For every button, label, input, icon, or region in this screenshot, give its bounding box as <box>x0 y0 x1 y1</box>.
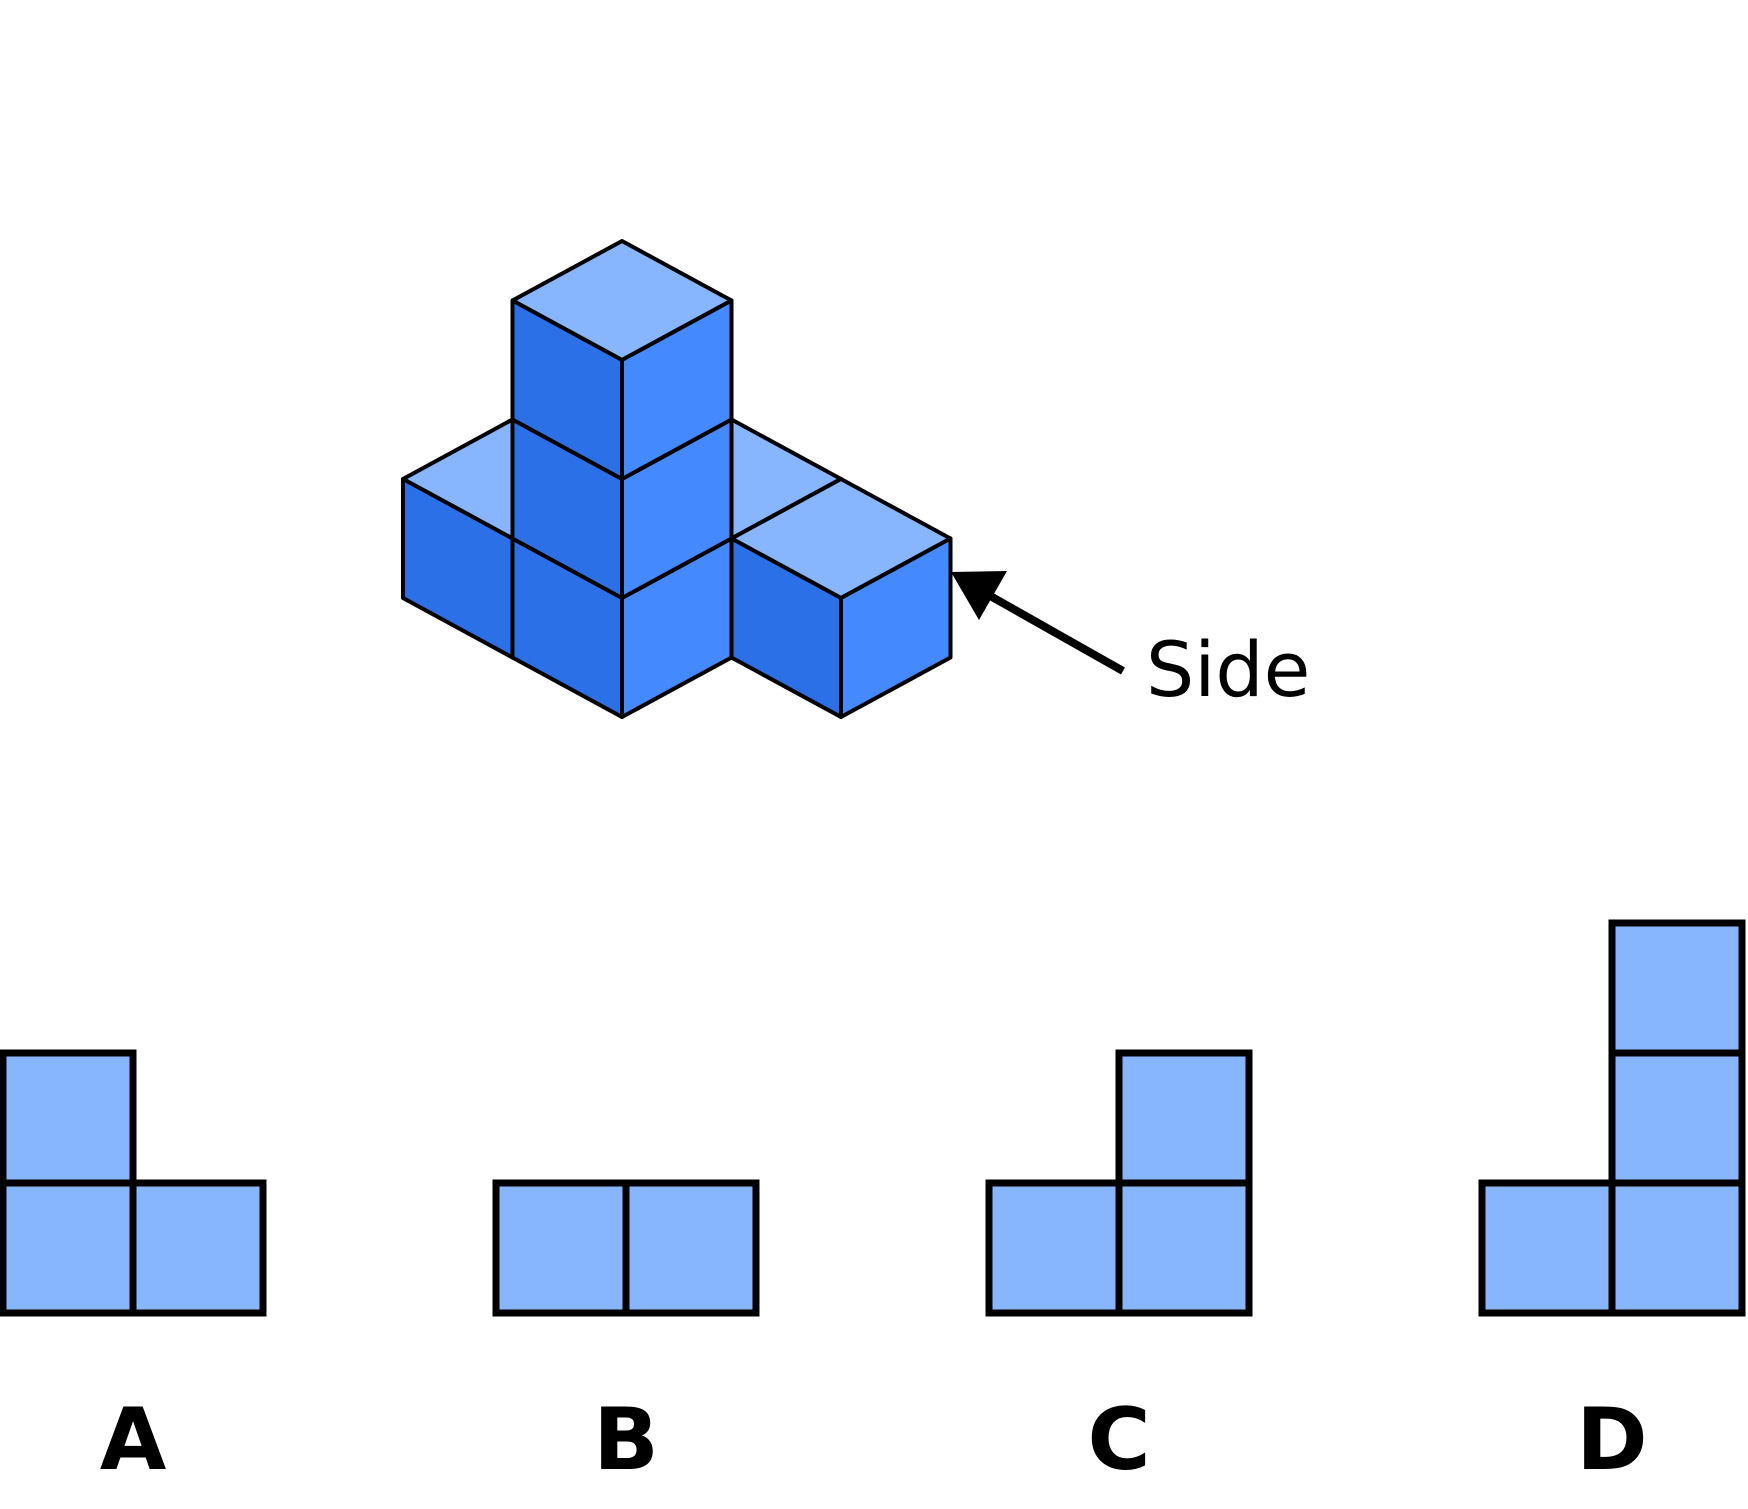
option-square <box>129 1179 267 1317</box>
side-label: Side <box>1146 625 1310 714</box>
option-square <box>492 1179 630 1317</box>
cube-right-face <box>620 298 734 481</box>
option-d[interactable]: D <box>1478 919 1746 1490</box>
option-square <box>0 1049 137 1187</box>
option-square <box>1608 1049 1746 1187</box>
option-square <box>0 1179 137 1317</box>
option-b[interactable]: B <box>492 1179 760 1490</box>
option-square <box>1115 1049 1253 1187</box>
cube <box>729 477 953 719</box>
cube-right-face <box>839 536 953 719</box>
isometric-figure <box>401 239 953 719</box>
arrow-head <box>951 571 1007 620</box>
option-label: A <box>100 1390 167 1490</box>
arrow-icon <box>951 571 1125 675</box>
arrow-shaft <box>983 589 1125 675</box>
option-square <box>622 1179 760 1317</box>
option-label: C <box>1087 1390 1150 1490</box>
option-square <box>1608 919 1746 1057</box>
option-label: D <box>1576 1390 1647 1490</box>
option-square <box>1115 1179 1253 1317</box>
option-square <box>1608 1179 1746 1317</box>
option-square <box>985 1179 1123 1317</box>
option-label: B <box>593 1390 659 1490</box>
answer-options: A B C D <box>0 919 1746 1490</box>
cube <box>510 239 734 481</box>
option-c[interactable]: C <box>985 1049 1253 1490</box>
option-a[interactable]: A <box>0 1049 267 1490</box>
option-square <box>1478 1179 1616 1317</box>
